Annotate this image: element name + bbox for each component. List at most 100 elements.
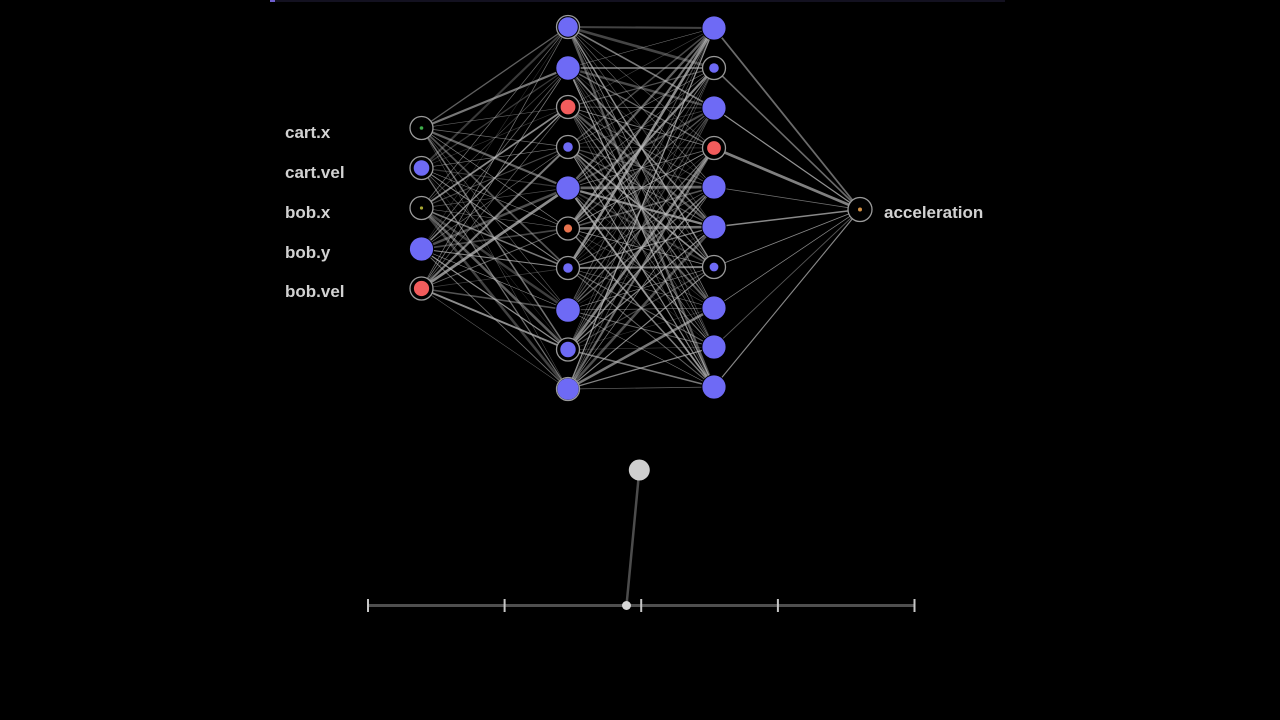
connection-edge <box>713 209 861 348</box>
connection-edge <box>567 146 715 188</box>
connection-edge <box>421 66 569 130</box>
input-node <box>408 236 435 262</box>
top-border-strip <box>270 0 1005 2</box>
connection-edge <box>421 228 569 289</box>
hidden1-node-activation <box>560 99 576 115</box>
hidden2-node-activation <box>707 141 721 155</box>
connection-edge <box>567 107 715 350</box>
connection-edge <box>567 266 715 350</box>
connection-edge <box>567 306 715 391</box>
connection-edge <box>421 127 569 148</box>
cartpole-group <box>367 459 916 612</box>
cart-dot <box>622 601 631 610</box>
connection-edge <box>567 67 715 269</box>
output-node-activation <box>858 207 862 212</box>
connection-edge <box>567 67 715 108</box>
connection-edge <box>567 27 715 390</box>
input-label-cart-vel: cart.vel <box>285 163 345 182</box>
connection-edge <box>567 147 715 390</box>
connection-edge <box>420 207 569 351</box>
input-label-bob-y: bob.y <box>285 243 331 262</box>
connection-edge <box>567 346 715 390</box>
hidden1-node <box>555 55 581 81</box>
connection-edge <box>567 27 715 350</box>
output-label: acceleration <box>884 203 983 222</box>
connection-edge <box>713 27 861 211</box>
connection-edge <box>420 146 569 290</box>
connection-edge <box>713 146 861 211</box>
connection-edge <box>420 26 569 169</box>
connection-edge <box>421 248 569 311</box>
connection-edge <box>421 26 569 129</box>
pendulum-rod <box>625 469 641 606</box>
connection-edge <box>567 266 715 390</box>
connection-edge <box>567 226 715 390</box>
connection-edge <box>567 67 715 311</box>
input-node-activation <box>413 160 430 176</box>
hidden1-node-activation <box>560 341 576 358</box>
connection-edge <box>567 27 715 69</box>
connection-edge <box>421 26 569 289</box>
hidden2-node <box>701 95 727 121</box>
connection-edge <box>713 107 861 210</box>
connection-edge <box>567 386 715 390</box>
hidden2-node-activation <box>709 262 719 272</box>
top-border-accent <box>270 0 275 2</box>
hidden1-node <box>555 297 581 323</box>
input-node-activation <box>413 280 430 297</box>
hidden1-node-activation <box>563 142 573 152</box>
connection-edge <box>421 287 569 311</box>
input-label-bob-x: bob.x <box>285 203 331 222</box>
connection-edge <box>421 288 569 390</box>
connection-edge <box>420 207 569 390</box>
connection-edge <box>567 27 715 230</box>
input-label-cart-x: cart.x <box>285 123 331 142</box>
hidden2-node <box>701 295 727 321</box>
input-node-activation <box>419 126 424 130</box>
connection-edge <box>567 107 715 390</box>
hidden1-node-activation <box>558 17 578 37</box>
hidden2-node <box>701 374 727 400</box>
pendulum-bob <box>628 459 650 481</box>
connection-edge <box>567 25 715 30</box>
connection-edge <box>421 67 569 289</box>
connection-edge <box>567 67 715 390</box>
connection-edge <box>567 107 715 269</box>
hidden1-node-activation <box>563 224 573 233</box>
connection-edge <box>567 186 715 390</box>
connection-edge <box>567 27 715 148</box>
connection-edge <box>421 106 569 289</box>
hidden1-node <box>555 175 581 201</box>
hidden2-node <box>701 334 727 360</box>
connection-edge <box>567 147 715 229</box>
connection-edge <box>567 267 715 348</box>
connection-edge <box>567 26 715 149</box>
connection-edge <box>566 27 716 269</box>
connection-edge <box>567 27 715 108</box>
connection-edge <box>567 27 715 189</box>
input-label-bob-vel: bob.vel <box>285 282 345 301</box>
connection-edge <box>713 67 861 211</box>
input-node-activation <box>419 206 424 210</box>
hidden2-node <box>701 214 727 240</box>
connection-edge <box>421 106 569 169</box>
hidden1-node-activation <box>557 378 579 400</box>
connection-edge <box>713 208 861 228</box>
connection-edge <box>421 26 569 209</box>
connection-edge <box>567 186 715 269</box>
connection-edge <box>421 26 569 250</box>
connection-edge <box>713 209 861 309</box>
connection-edge <box>713 209 861 388</box>
connection-edge <box>421 67 569 209</box>
connection-edge <box>566 147 716 351</box>
connection-edge <box>421 267 569 289</box>
nodes-layer <box>408 14 873 402</box>
connection-edge <box>567 307 715 311</box>
connection-edge <box>567 27 715 311</box>
connection-edge <box>713 209 861 268</box>
connection-edge <box>421 287 569 351</box>
hidden2-node <box>701 15 727 41</box>
hidden2-node <box>701 174 727 200</box>
